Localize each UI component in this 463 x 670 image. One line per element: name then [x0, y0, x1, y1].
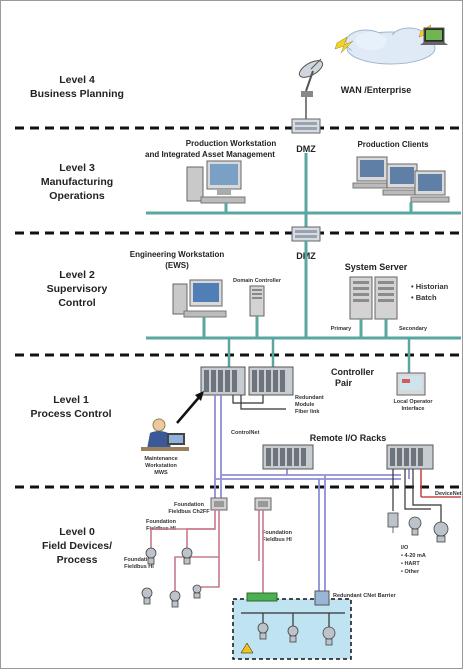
ff-left-label: Foundation	[146, 519, 177, 525]
local-operator-label-2: Interface	[402, 406, 425, 412]
dmz-mid-firewall	[291, 226, 321, 242]
devicenet-lines	[420, 469, 461, 498]
level-2-label: Level 2 Supervisory Control	[47, 269, 108, 309]
level-2-name: Supervisory	[47, 283, 108, 295]
wan-enterprise-label: WAN /Enterprise	[341, 85, 412, 95]
transmitter-icon	[322, 626, 336, 646]
level-1-label: Level 1 Process Control	[30, 394, 111, 420]
fieldbus-lines	[150, 510, 264, 597]
engineering-workstation-label: Engineering Workstation	[130, 250, 225, 259]
fieldbus-coupler-1-icon	[210, 497, 228, 511]
production-workstation-label-2: and Integrated Asset Management	[145, 150, 275, 159]
level-1-uplinks	[227, 338, 411, 373]
level-0-name-2: Process	[57, 554, 98, 566]
level-1-name: Process Control	[30, 408, 111, 420]
system-server-label: System Server	[345, 262, 408, 272]
io-hart-label: • HART	[401, 561, 420, 567]
production-clients-label: Production Clients	[357, 140, 429, 149]
domain-controller-icon	[249, 285, 265, 317]
controller-pair-icon	[200, 366, 294, 396]
secondary-label: Secondary	[399, 326, 428, 332]
local-operator-interface-icon	[396, 372, 426, 396]
transmitter-icon	[169, 590, 181, 608]
remote-io-rack-2-icon	[386, 444, 434, 470]
transmitter-icon	[257, 622, 269, 640]
arrow-to-controller	[176, 391, 204, 424]
remote-io-rack-1-icon	[262, 444, 314, 470]
io-other-label: • Other	[401, 569, 420, 575]
transmitter-icon	[192, 584, 202, 599]
level-4-label: Level 4 Business Planning	[30, 74, 124, 100]
fieldbus-coupler-2-icon	[254, 497, 272, 511]
transmitter-icon	[145, 547, 157, 565]
level-3-name-2: Operations	[49, 190, 105, 202]
hazard-transmitter-icons	[257, 622, 336, 646]
ff-low-label: Foundation	[124, 557, 155, 563]
level-0-label: Level 0 Field Devices/ Process	[42, 526, 112, 566]
level-4-name: Business Planning	[30, 88, 124, 100]
production-workstation-label: Production Workstation	[186, 139, 277, 148]
redundant-fiber-link	[232, 395, 286, 410]
level-3-name: Manufacturing	[41, 176, 113, 188]
level-1-title: Level 1	[53, 394, 89, 406]
maintenance-label-2: Workstation	[145, 463, 177, 469]
level-0-name: Field Devices/	[42, 540, 112, 552]
redundant-module-label: Redundant	[295, 395, 324, 401]
level-3-network	[146, 153, 461, 227]
level-0-title: Level 0	[59, 526, 95, 538]
production-workstation-icon	[186, 160, 246, 204]
ff-top-label: Foundation	[174, 502, 205, 508]
maintenance-workstation-icon	[141, 418, 189, 451]
redundant-module-label-3: Fiber link	[295, 409, 320, 415]
level-4-title: Level 4	[59, 74, 95, 86]
transmitter-icon	[433, 521, 449, 543]
dmz-top-firewall	[291, 97, 321, 134]
io-device-icons	[387, 512, 449, 543]
hazard-zone-devices	[241, 612, 345, 627]
engineering-workstation-icon	[172, 279, 227, 318]
controller-label: Controller	[331, 367, 374, 377]
domain-controller-label: Domain Controller	[233, 278, 282, 284]
transmitter-icon	[181, 547, 193, 565]
engineering-workstation-label-2: (EWS)	[165, 261, 189, 270]
system-server-icon	[349, 276, 398, 320]
transmitter-icon	[408, 516, 422, 536]
field-transmitter-icons	[141, 547, 202, 608]
ff-mid-label-2: Fieldbus HI	[262, 537, 292, 543]
level-2-title: Level 2	[59, 269, 95, 281]
production-clients-icon	[352, 156, 450, 203]
controlnet-label: ControlNet	[231, 430, 260, 436]
ff-top-label-2: Fieldbus Ch2FF	[168, 509, 210, 515]
wan-cloud	[345, 27, 436, 65]
batch-label: • Batch	[411, 293, 437, 302]
valve-icon	[387, 512, 399, 533]
remote-io-racks-label: Remote I/O Racks	[310, 433, 387, 443]
dmz-top-label: DMZ	[296, 144, 316, 154]
redundant-module-label-2: Module	[295, 402, 314, 408]
ff-low-label-2: Fieldbus HI	[124, 564, 154, 570]
historian-label: • Historian	[411, 282, 449, 291]
satellite-dish-icon	[298, 58, 324, 97]
level-3-title: Level 3	[59, 162, 95, 174]
level-2-name-2: Control	[58, 297, 95, 309]
primary-label: Primary	[331, 326, 352, 332]
devicenet-label: DeviceNet	[435, 491, 462, 497]
laptop-icon	[420, 27, 448, 45]
local-operator-label: Local Operator	[393, 399, 433, 405]
io-label: I/O	[401, 545, 409, 551]
controller-pair-label: Pair	[335, 378, 353, 388]
ff-mid-label: Foundation	[262, 530, 293, 536]
level-3-label: Level 3 Manufacturing Operations	[41, 162, 113, 202]
controlnet-lines	[214, 395, 410, 591]
redundant-barrier-label: Redundant CNet Barrier	[333, 593, 397, 599]
maintenance-label: Maintenance	[144, 456, 177, 462]
transmitter-icon	[287, 625, 299, 643]
io-4-20ma-label: • 4-20 mA	[401, 553, 426, 559]
io-wiring	[392, 469, 442, 523]
redundant-barrier-icon	[314, 590, 330, 606]
maintenance-label-3: MWS	[154, 470, 168, 476]
transmitter-icon	[141, 587, 153, 605]
